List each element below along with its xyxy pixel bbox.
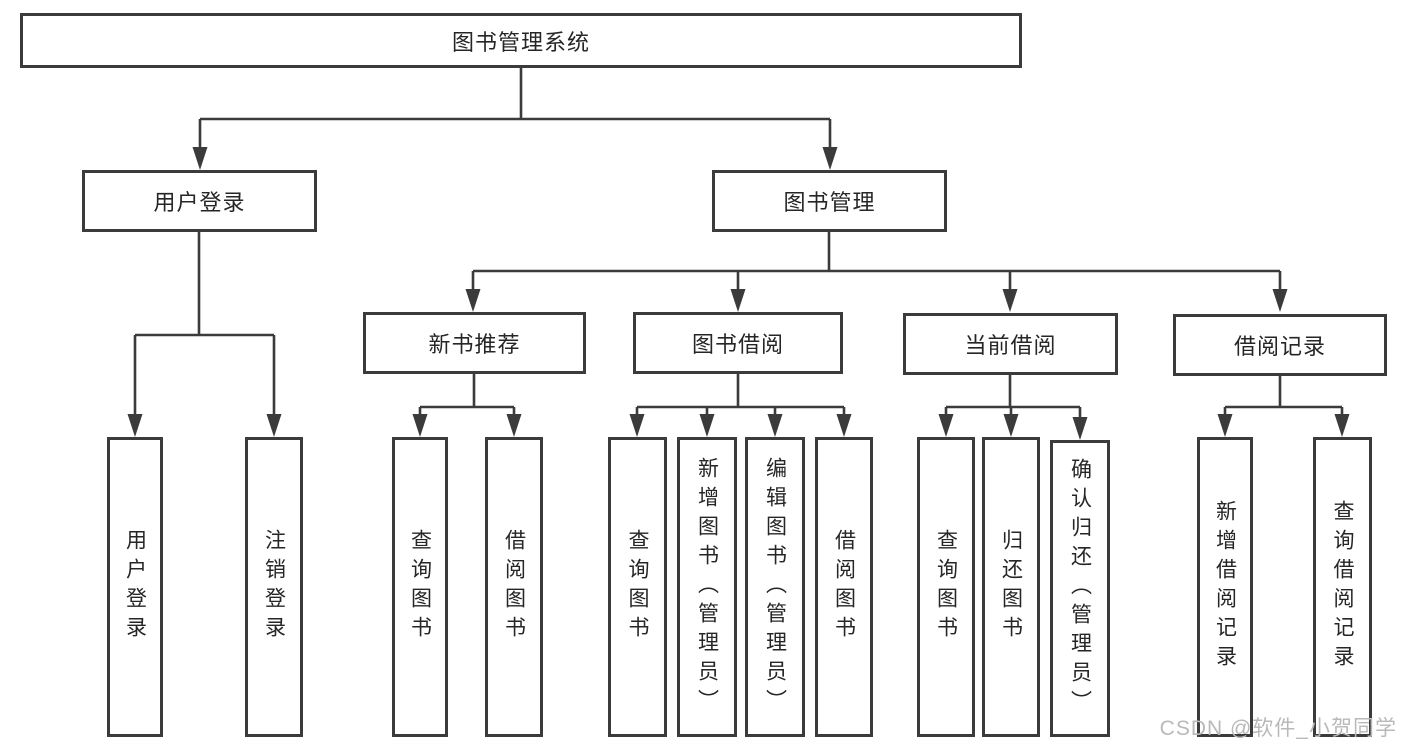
node-bb-borrow-books-label: 借阅图书 xyxy=(832,529,856,645)
node-bb-query-books-label: 查询图书 xyxy=(626,529,649,645)
node-br-add-record-label: 新增借阅记录 xyxy=(1213,500,1237,674)
node-user-login-leaf-label: 用户登录 xyxy=(123,529,147,645)
node-cb-return-books: 归还图书 xyxy=(982,437,1040,737)
node-bb-edit-books-admin: 编辑图书（管理员） xyxy=(745,437,805,737)
node-rec-borrow-books: 借阅图书 xyxy=(485,437,543,737)
node-rec-query-books-label: 查询图书 xyxy=(408,529,432,645)
node-bb-add-books-admin: 新增图书（管理员） xyxy=(677,437,737,737)
node-logout-label: 注销登录 xyxy=(262,529,286,645)
node-book-management: 图书管理 xyxy=(712,170,947,232)
node-rec-query-books: 查询图书 xyxy=(392,437,448,737)
node-bb-query-books: 查询图书 xyxy=(608,437,667,737)
arrowhead-group xyxy=(127,147,1350,440)
node-cb-query-books-label: 查询图书 xyxy=(934,529,958,645)
node-cb-confirm-return-admin: 确认归还（管理员） xyxy=(1050,440,1110,737)
node-bb-borrow-books: 借阅图书 xyxy=(815,437,873,737)
node-br-add-record: 新增借阅记录 xyxy=(1197,437,1253,737)
node-br-query-record-label: 查询借阅记录 xyxy=(1331,500,1354,674)
node-cb-confirm-return-admin-label: 确认归还（管理员） xyxy=(1068,458,1092,719)
node-current-borrowing: 当前借阅 xyxy=(903,313,1118,375)
node-cb-return-books-label: 归还图书 xyxy=(999,529,1023,645)
node-user-login-leaf: 用户登录 xyxy=(107,437,163,737)
node-br-query-record: 查询借阅记录 xyxy=(1313,437,1372,737)
node-user-login: 用户登录 xyxy=(82,170,317,232)
node-cb-query-books: 查询图书 xyxy=(917,437,975,737)
node-borrowing-records: 借阅记录 xyxy=(1173,314,1387,376)
node-book-borrowing: 图书借阅 xyxy=(633,312,843,374)
node-bb-edit-books-admin-label: 编辑图书（管理员） xyxy=(763,456,787,718)
node-rec-borrow-books-label: 借阅图书 xyxy=(502,529,526,645)
node-bb-add-books-admin-label: 新增图书（管理员） xyxy=(695,456,719,718)
node-new-book-recommend: 新书推荐 xyxy=(363,312,586,374)
watermark: CSDN @软件_小贺同学 xyxy=(1159,717,1397,740)
node-library-system: 图书管理系统 xyxy=(20,13,1022,68)
node-logout: 注销登录 xyxy=(245,437,303,737)
